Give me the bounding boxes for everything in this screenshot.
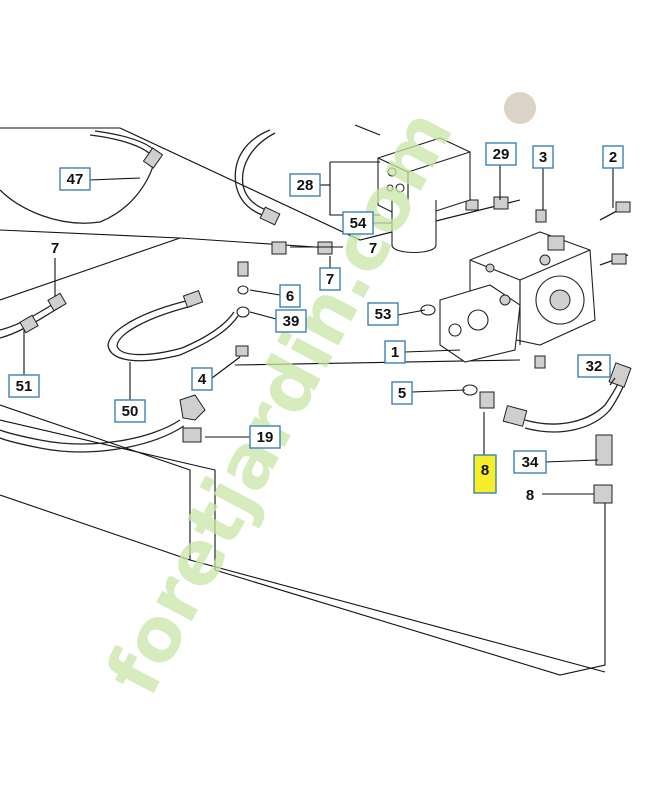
svg-text:7: 7 (51, 240, 59, 257)
callout-50[interactable]: 50 (114, 399, 146, 423)
svg-text:34: 34 (522, 454, 539, 471)
callout-5[interactable]: 5 (391, 381, 413, 405)
hose-32 (524, 374, 623, 425)
hydraulic-pump (439, 231, 596, 363)
hose-50 (107, 299, 239, 362)
callout-53[interactable]: 53 (367, 302, 399, 326)
svg-text:32: 32 (586, 358, 603, 375)
svg-text:7: 7 (326, 271, 334, 288)
hose-upper (234, 129, 273, 219)
hose-47 (0, 134, 156, 224)
callout-2[interactable]: 2 (602, 145, 624, 169)
svg-text:7: 7 (369, 240, 377, 257)
svg-text:50: 50 (122, 403, 139, 420)
svg-text:2: 2 (609, 149, 617, 166)
callout-6[interactable]: 6 (279, 284, 301, 308)
fittings (19, 147, 632, 504)
callout-3[interactable]: 3 (532, 145, 554, 169)
svg-text:39: 39 (283, 313, 300, 330)
callout-34[interactable]: 34 (513, 450, 547, 474)
callout-54[interactable]: 54 (342, 211, 374, 235)
svg-text:6: 6 (286, 288, 294, 305)
svg-text:3: 3 (539, 149, 547, 166)
hoses (0, 129, 627, 453)
svg-text:54: 54 (350, 215, 367, 232)
svg-text:28: 28 (297, 177, 314, 194)
callout-39[interactable]: 39 (275, 309, 307, 333)
valve-block (377, 137, 471, 254)
callout-29[interactable]: 29 (485, 142, 517, 166)
svg-text:19: 19 (257, 429, 274, 446)
callout-8-right[interactable]: 8 (526, 487, 534, 504)
callout-7-left[interactable]: 7 (51, 240, 59, 257)
hose-19 (0, 419, 181, 445)
callout-47[interactable]: 47 (59, 167, 91, 191)
svg-text:47: 47 (67, 171, 84, 188)
callout-19[interactable]: 19 (249, 425, 281, 449)
callout-28[interactable]: 28 (289, 173, 321, 197)
watermark-dot (504, 92, 536, 124)
callouts: 47 28 29 3 2 54 7 7 7 (8, 142, 624, 504)
callout-7-lower[interactable]: 7 (319, 267, 341, 291)
svg-text:29: 29 (493, 146, 510, 163)
svg-text:8: 8 (526, 487, 534, 504)
svg-text:51: 51 (16, 378, 33, 395)
callout-7-mid[interactable]: 7 (369, 240, 377, 257)
svg-text:53: 53 (375, 306, 392, 323)
svg-text:8: 8 (481, 462, 489, 479)
leader-lines (23, 161, 616, 495)
svg-text:4: 4 (198, 371, 207, 388)
svg-text:1: 1 (391, 344, 399, 361)
callout-4[interactable]: 4 (191, 367, 213, 391)
callout-8-highlight[interactable]: 8 (473, 454, 497, 494)
watermark-text: foretjardin.com (90, 96, 470, 708)
callout-1[interactable]: 1 (384, 340, 406, 364)
svg-text:5: 5 (398, 385, 406, 402)
frame-lines (0, 124, 606, 676)
callout-32[interactable]: 32 (577, 354, 611, 378)
callout-51[interactable]: 51 (8, 374, 40, 398)
